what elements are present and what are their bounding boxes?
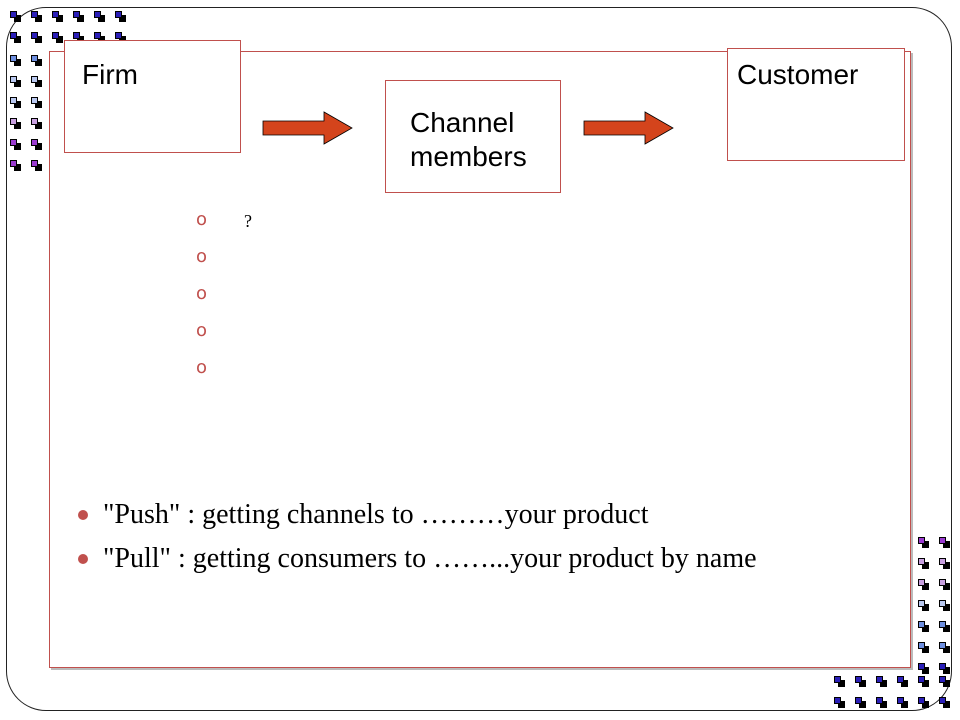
decorative-square <box>10 160 21 171</box>
decorative-square <box>939 579 950 590</box>
decorative-square <box>834 697 845 708</box>
decorative-square <box>31 160 42 171</box>
decorative-square <box>10 32 21 43</box>
channel-members-label: Channel members <box>410 107 527 172</box>
pull-bullet: "Pull" : getting consumers to ……...your … <box>78 540 818 578</box>
decorative-square <box>939 537 950 548</box>
customer-box <box>727 48 905 161</box>
decorative-square <box>918 537 929 548</box>
decorative-square <box>10 139 21 150</box>
decorative-square <box>31 139 42 150</box>
decorative-square <box>52 32 63 43</box>
decorative-square <box>918 676 929 687</box>
circle-bullet-icon: o <box>196 320 208 341</box>
decorative-square <box>834 676 845 687</box>
decorative-square <box>10 97 21 108</box>
decorative-square <box>31 32 42 43</box>
decorative-square <box>939 642 950 653</box>
decorative-square <box>918 579 929 590</box>
decorative-square <box>897 697 908 708</box>
decorative-square <box>10 11 21 22</box>
decorative-square <box>939 600 950 611</box>
circle-bullet-icon: o <box>196 209 208 230</box>
channel-members-box <box>385 80 561 193</box>
arrow-firm-to-channel <box>262 111 353 145</box>
decorative-square <box>939 558 950 569</box>
decorative-square <box>939 697 950 708</box>
decorative-square <box>876 676 887 687</box>
decorative-square <box>52 11 63 22</box>
arrow-channel-to-customer <box>583 111 674 145</box>
main-bullet-list: "Push" : getting channels to ………your pro… <box>78 496 818 584</box>
decorative-square <box>918 558 929 569</box>
decorative-square <box>31 11 42 22</box>
decorative-square <box>31 97 42 108</box>
bullet-dot-icon <box>78 554 88 564</box>
decorative-square <box>115 32 126 43</box>
decorative-square <box>855 697 866 708</box>
decorative-square <box>10 118 21 129</box>
decorative-square <box>73 32 84 43</box>
decorative-square <box>73 11 84 22</box>
decorative-square <box>31 76 42 87</box>
circle-bullet-icon: o <box>196 283 208 304</box>
firm-label: Firm <box>82 59 138 90</box>
decorative-square <box>94 32 105 43</box>
decorative-square <box>918 663 929 674</box>
decorative-square <box>31 55 42 66</box>
decorative-square <box>855 676 866 687</box>
decorative-square <box>94 11 105 22</box>
decorative-square <box>918 600 929 611</box>
decorative-square <box>918 697 929 708</box>
bullet-dot-icon <box>78 510 88 520</box>
push-bullet: "Push" : getting channels to ………your pro… <box>78 496 818 534</box>
customer-label: Customer <box>737 59 859 90</box>
decorative-square <box>939 621 950 632</box>
circle-bullet-icon: o <box>196 357 208 378</box>
decorative-square <box>897 676 908 687</box>
decorative-square <box>939 676 950 687</box>
circle-bullet-icon: o <box>196 246 208 267</box>
decorative-square <box>876 697 887 708</box>
decorative-square <box>31 118 42 129</box>
decorative-square <box>939 663 950 674</box>
decorative-square <box>115 11 126 22</box>
decorative-square <box>918 642 929 653</box>
firm-box <box>64 40 241 153</box>
decorative-square <box>10 55 21 66</box>
decorative-square <box>918 621 929 632</box>
decorative-square <box>10 76 21 87</box>
